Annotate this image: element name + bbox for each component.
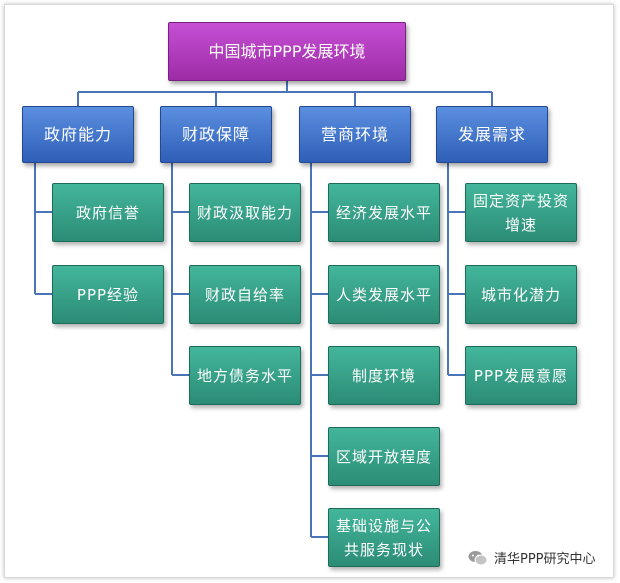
watermark: 清华PPP研究中心 [468,548,596,567]
watermark-text: 清华PPP研究中心 [494,552,596,567]
category-label: 发展需求 [457,124,526,144]
wechat-icon [468,550,488,565]
leaf-node: 地方债务水平 [189,346,301,405]
leaf-label: 固定资产投资增速 [472,191,569,234]
leaf-label: 制度环境 [351,366,416,385]
leaf-label: 政府信誉 [75,203,140,222]
leaf-node: 基础设施与公共服务现状 [328,508,440,567]
leaf-label: PPP经验 [76,285,140,304]
leaf-node: PPP经验 [52,265,164,324]
leaf-label: 区域开放程度 [335,447,432,466]
leaf-node: 财政汲取能力 [189,183,301,242]
category-business-environment: 营商环境 [299,106,411,163]
category-government-capacity: 政府能力 [22,106,134,163]
leaf-label: 城市化潜力 [480,285,561,304]
leaf-node: 政府信誉 [52,183,164,242]
category-fiscal-security: 财政保障 [160,106,272,163]
root-node: 中国城市PPP发展环境 [168,22,406,81]
leaf-node: PPP发展意愿 [465,346,577,405]
leaf-label: 财政汲取能力 [196,203,293,222]
leaf-node: 人类发展水平 [328,265,440,324]
leaf-label: 人类发展水平 [335,285,432,304]
category-label: 财政保障 [181,124,250,144]
leaf-node: 城市化潜力 [465,265,577,324]
leaf-label: 基础设施与公共服务现状 [335,516,432,559]
leaf-label: 经济发展水平 [335,203,432,222]
category-label: 营商环境 [320,124,389,144]
category-label: 政府能力 [43,124,112,144]
leaf-node: 财政自给率 [189,265,301,324]
leaf-node: 经济发展水平 [328,183,440,242]
leaf-label: PPP发展意愿 [473,366,569,385]
leaf-node: 固定资产投资增速 [465,183,577,242]
root-label: 中国城市PPP发展环境 [208,41,366,61]
leaf-label: 财政自给率 [204,285,285,304]
leaf-node: 制度环境 [328,346,440,405]
leaf-node: 区域开放程度 [328,427,440,486]
leaf-label: 地方债务水平 [196,366,293,385]
category-development-demand: 发展需求 [436,106,548,163]
